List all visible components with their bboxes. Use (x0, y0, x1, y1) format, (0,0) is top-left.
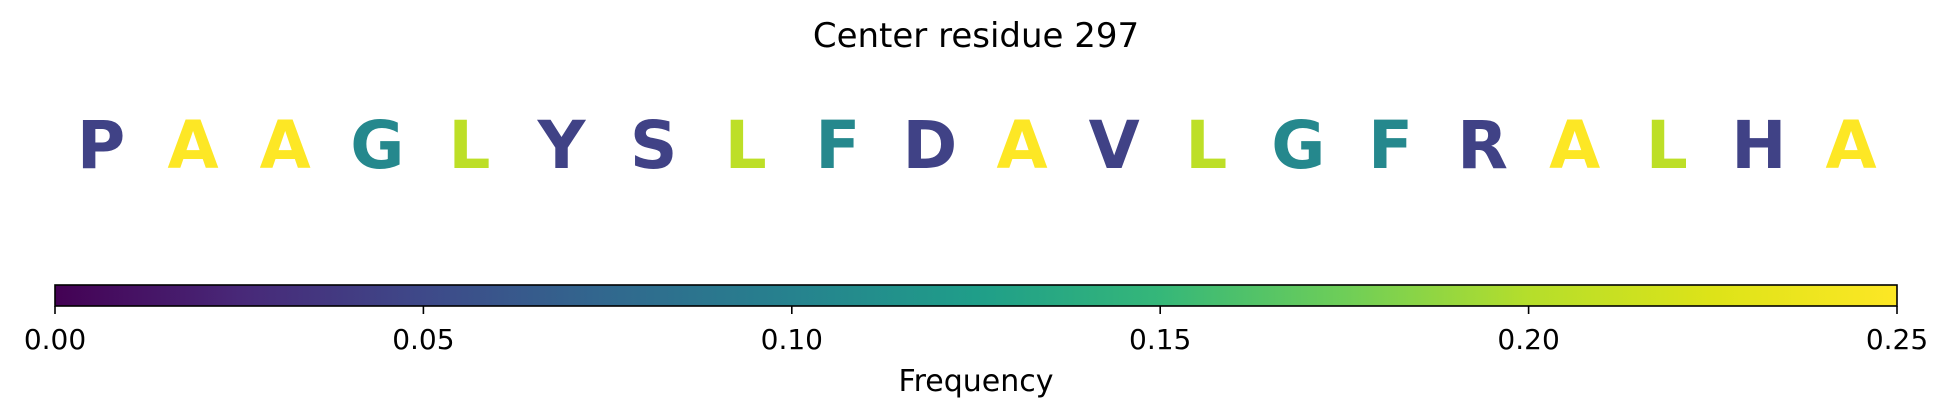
colorbar-tick-label: 0.20 (1497, 323, 1559, 356)
residue-letter: L (448, 107, 490, 184)
colorbar-label: Frequency (899, 364, 1054, 399)
chart-title: Center residue 297 (813, 16, 1139, 56)
colorbar (54, 284, 1898, 307)
residue-letter: A (1825, 107, 1876, 184)
residue-letter: A (168, 107, 219, 184)
colorbar-tick-label: 0.15 (1129, 323, 1191, 356)
residue-letter: H (1731, 107, 1786, 184)
colorbar-tick-label: 0.10 (761, 323, 823, 356)
residue-letter: R (1457, 107, 1508, 184)
residue-letter: G (1271, 107, 1325, 184)
residue-letter: L (1185, 107, 1227, 184)
residue-letter: A (260, 107, 311, 184)
colorbar-tick-label: 0.05 (392, 323, 454, 356)
residue-letter: V (1089, 107, 1140, 184)
colorbar-tick-label: 0.25 (1866, 323, 1928, 356)
residue-letter: A (997, 107, 1048, 184)
residue-letter: S (630, 107, 678, 184)
residue-letter: A (1549, 107, 1600, 184)
residue-letter: F (1368, 107, 1413, 184)
residue-letter: P (77, 107, 125, 184)
residue-letter: F (815, 107, 860, 184)
colorbar-ticks: 0.00 0.05 0.10 0.15 0.20 0.25 (24, 306, 1928, 356)
residue-letter: D (903, 107, 958, 184)
residue-letter: Y (537, 107, 587, 184)
colorbar-tick-label: 0.00 (24, 323, 86, 356)
residue-letter: G (350, 107, 404, 184)
residue-letter: L (725, 107, 767, 184)
residue-letter: L (1646, 107, 1688, 184)
